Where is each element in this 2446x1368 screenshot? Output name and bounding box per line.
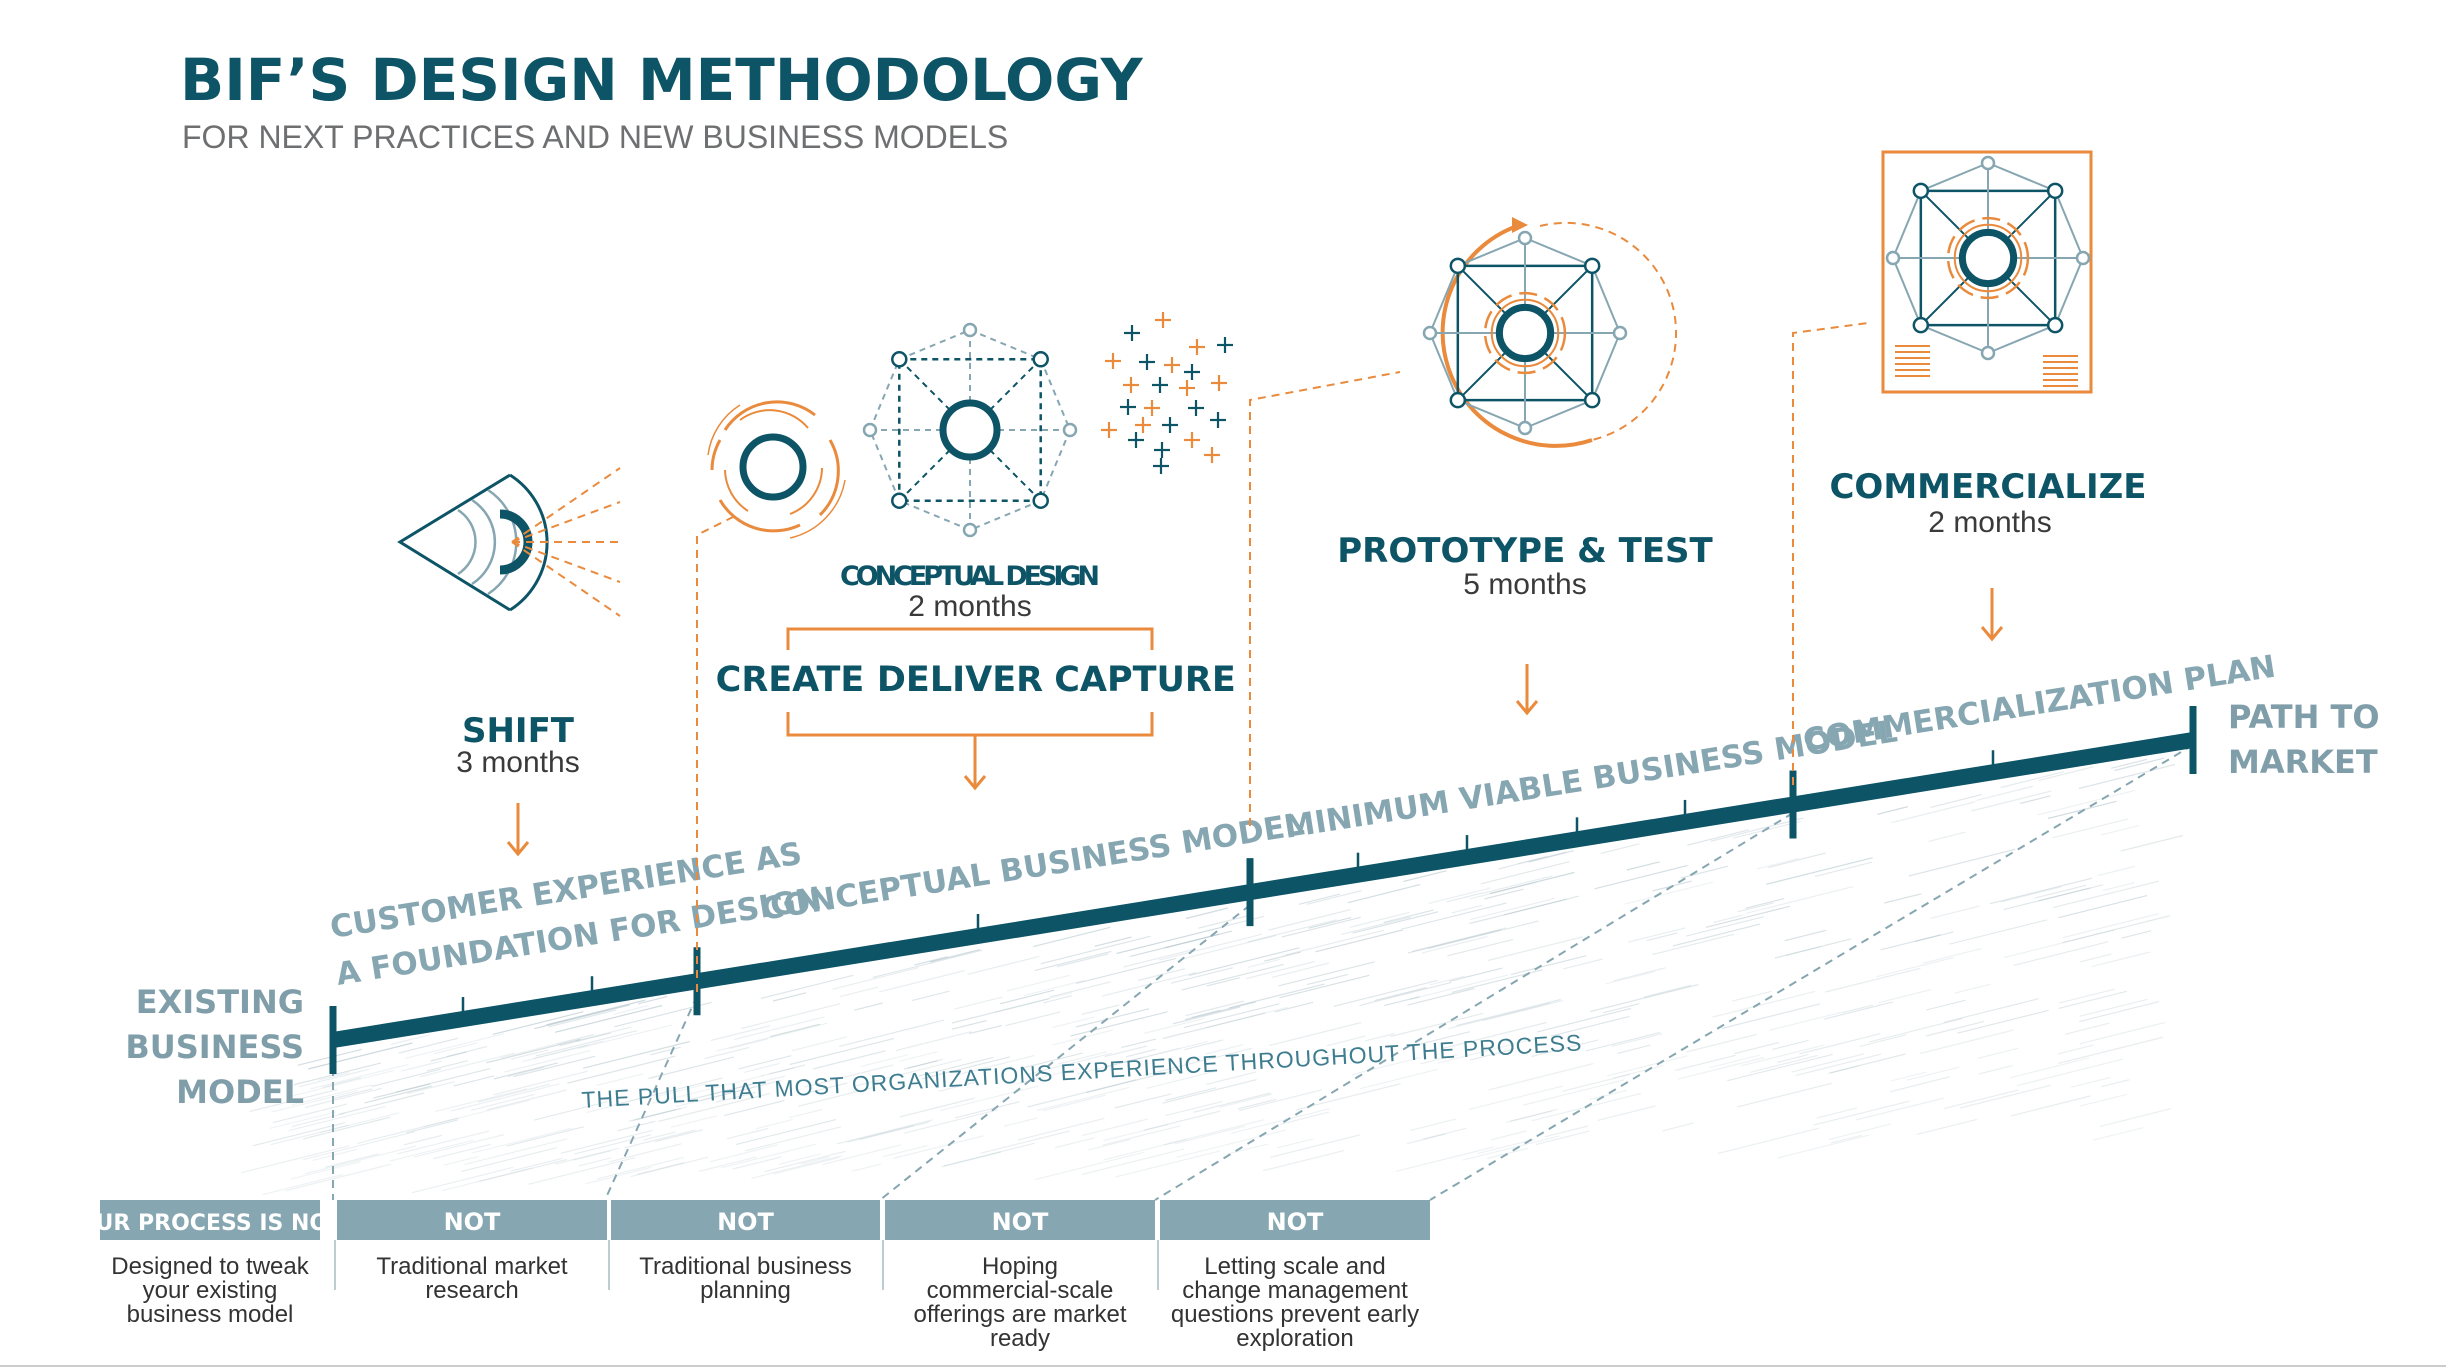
shift-duration: 3 months: [456, 746, 579, 779]
network-icon: [862, 322, 1078, 538]
not-description-4-line-3: exploration: [1236, 1325, 1353, 1352]
conceptual-design-phase: CONCEPTUAL DESIGN 2 months CREATE DELIVE…: [716, 561, 1236, 791]
pull-caption: THE PULL THAT MOST ORGANIZATIONS EXPERIE…: [581, 1029, 1583, 1113]
not-header-cell-0: [100, 1200, 320, 1240]
not-description-4-line-2: questions prevent early: [1171, 1301, 1419, 1328]
not-table: OUR PROCESS IS NOT Designed to tweakyour …: [77, 1200, 1430, 1352]
not-description-1-line-0: Traditional market: [376, 1253, 568, 1280]
shift-arrow: [506, 803, 530, 857]
not-header-label-1: NOT: [444, 1208, 501, 1236]
prototype-arrow: [1515, 664, 1539, 716]
commercialize-arrow: [1980, 588, 2004, 642]
commercialize-duration: 2 months: [1928, 506, 2051, 539]
not-description-2-line-0: Traditional business: [639, 1253, 852, 1280]
timeline-start-label: EXISTING BUSINESS MODEL: [125, 983, 304, 1111]
step-create: CREATE: [716, 660, 865, 700]
step-deliver: DELIVER: [877, 660, 1043, 700]
not-header-cell-1: [337, 1200, 607, 1240]
not-header-cell-3: [885, 1200, 1155, 1240]
not-description-0-line-1: your existing: [143, 1277, 278, 1304]
bracket-top: [786, 627, 1154, 650]
step-capture: CAPTURE: [1054, 660, 1236, 700]
shift-phase: SHIFT 3 months: [456, 711, 580, 857]
conceptual-design-label: CONCEPTUAL DESIGN: [840, 561, 1100, 592]
shift-label: SHIFT: [462, 711, 575, 751]
not-description-1-line-1: research: [425, 1277, 518, 1304]
blueprint-network-icon: [1881, 150, 2093, 394]
not-description-2-line-1: planning: [700, 1277, 791, 1304]
svg-text:BUSINESS: BUSINESS: [125, 1028, 304, 1066]
not-header-label-0: OUR PROCESS IS NOT: [77, 1211, 343, 1236]
not-description-3-line-3: ready: [990, 1325, 1050, 1352]
cycle-network-icon: [1422, 217, 1678, 448]
svg-text:MODEL: MODEL: [176, 1073, 304, 1111]
bracket-bottom: [786, 712, 1154, 737]
commercialize-phase: COMMERCIALIZE 2 months: [1829, 467, 2147, 642]
commercialize-label: COMMERCIALIZE: [1829, 467, 2146, 507]
svg-text:MARKET: MARKET: [2228, 743, 2378, 781]
not-description-4-line-0: Letting scale and: [1204, 1253, 1385, 1280]
not-description-3-line-1: commercial-scale: [927, 1277, 1114, 1304]
not-description-4-line-1: change management: [1182, 1277, 1408, 1304]
prototype-duration: 5 months: [1463, 568, 1586, 601]
conceptual-arrow: [963, 735, 987, 791]
not-description-3-line-2: offerings are market: [914, 1301, 1127, 1328]
not-description-0-line-2: business model: [127, 1301, 294, 1328]
stage-label-commercialization-plan: COMMERCIALIZATION PLAN: [1801, 649, 2278, 759]
timeline-line: [331, 732, 2195, 1048]
not-header-label-2: NOT: [717, 1208, 774, 1236]
not-description-0-line-0: Designed to tweak: [111, 1253, 309, 1280]
timeline-end-label: PATH TO MARKET: [2228, 698, 2380, 781]
svg-text:PATH TO: PATH TO: [2228, 698, 2380, 736]
not-header-label-4: NOT: [1267, 1208, 1324, 1236]
focus-circle-icon: [707, 400, 846, 539]
conceptual-design-duration: 2 months: [908, 590, 1031, 623]
not-header-cell-4: [1160, 1200, 1430, 1240]
not-header-label-3: NOT: [992, 1208, 1049, 1236]
not-header-cell-2: [611, 1200, 880, 1240]
sparkle-plus-icon: [1101, 312, 1233, 474]
connector-commercialize: [1792, 322, 1869, 785]
page-title: BIF’S DESIGN METHODOLOGY: [180, 46, 1144, 114]
eye-icon: [397, 467, 621, 617]
svg-text:EXISTING: EXISTING: [136, 983, 304, 1021]
prototype-phase: PROTOTYPE & TEST 5 months: [1337, 531, 1714, 716]
prototype-label: PROTOTYPE & TEST: [1337, 531, 1713, 571]
connector-prototype: [1249, 371, 1401, 826]
pull-hatch-area: [241, 757, 2184, 1196]
stage-label-conceptual-business-model: CONCEPTUAL BUSINESS MODEL: [759, 806, 1307, 927]
page-subtitle: FOR NEXT PRACTICES AND NEW BUSINESS MODE…: [182, 119, 1008, 155]
pull-fan-lines: [332, 744, 2194, 1201]
not-description-3-line-0: Hoping: [982, 1253, 1058, 1280]
